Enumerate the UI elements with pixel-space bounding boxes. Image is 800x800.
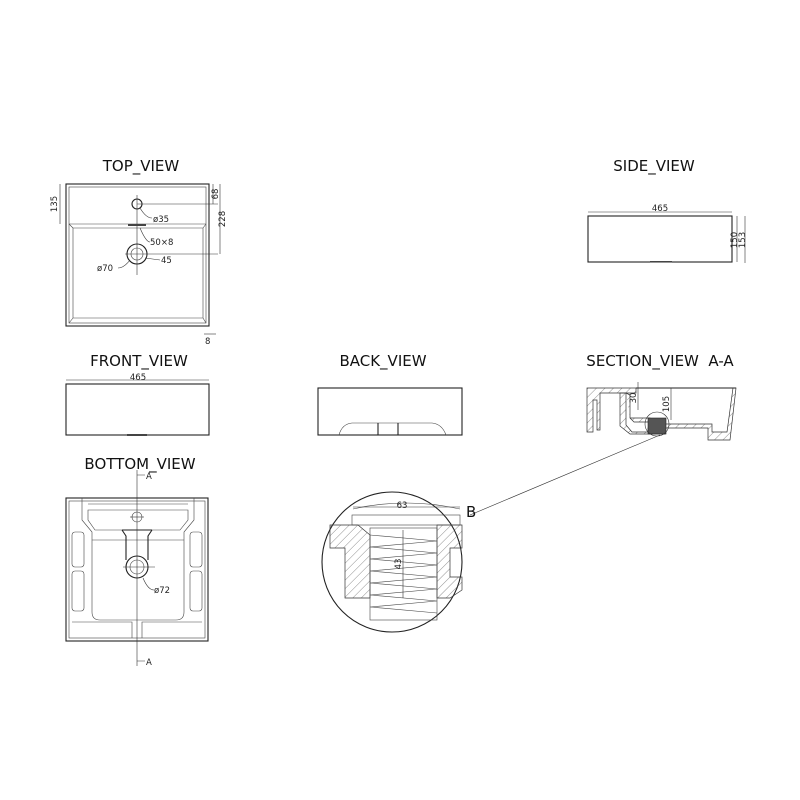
top-view-title: TOP_VIEW: [102, 157, 180, 176]
detail-dim-63: 63: [397, 501, 408, 511]
back-view-title: BACK_VIEW: [339, 352, 426, 371]
dim-drain: ø70: [97, 264, 113, 274]
dim-135: 135: [50, 196, 60, 212]
back-view-drawing: [317, 387, 463, 436]
bottom-view-title: BOTTOM_VIEW: [84, 455, 195, 474]
section-cut-label-bottom: A: [146, 658, 152, 668]
section-view-title: SECTION_VIEW A-A: [586, 352, 734, 371]
dim-45: 45: [161, 256, 172, 266]
dim-overflow: 50×8: [150, 238, 173, 248]
section-dim-30: 30: [629, 393, 639, 404]
section-view-drawing: [586, 382, 737, 441]
detail-b-drawing: [321, 434, 661, 633]
front-dim-width: 465: [130, 373, 146, 383]
detail-label: B: [466, 503, 476, 521]
top-view-drawing: [59, 183, 221, 335]
bottom-dim-drain: ø72: [154, 586, 170, 596]
section-dim-105: 105: [662, 396, 672, 412]
side-dim-width: 465: [652, 204, 668, 214]
bottom-view-drawing: [65, 470, 209, 666]
dim-228: 228: [218, 211, 228, 227]
side-dim-153: 153: [738, 232, 748, 248]
dim-8: 8: [205, 337, 210, 347]
dim-68: 68: [211, 189, 221, 200]
detail-dim-43: 43: [394, 559, 404, 570]
section-cut-label-top: A: [146, 472, 152, 482]
front-view-title: FRONT_VIEW: [90, 352, 188, 371]
side-view-title: SIDE_VIEW: [613, 157, 695, 176]
dim-tap-hole: ø35: [153, 215, 169, 225]
front-view-drawing: [65, 379, 210, 436]
side-view-drawing: [587, 211, 746, 263]
side-dim-150: 150: [730, 232, 740, 248]
